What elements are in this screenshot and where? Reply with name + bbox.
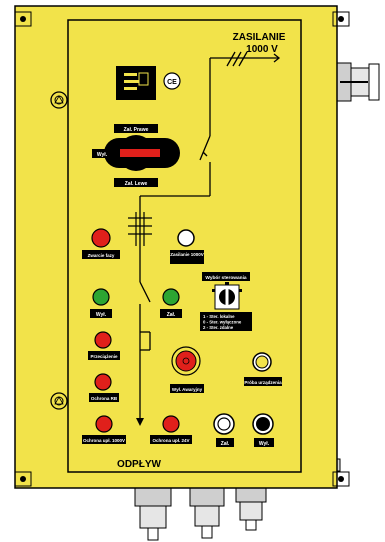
main-switch[interactable]	[104, 135, 180, 171]
off-button-label: Wył.	[259, 441, 270, 447]
supply-1000v-label: Zasilanie 1000V	[170, 252, 204, 257]
selector-legend-2: 2 - Ster. zdalne	[203, 325, 234, 330]
outlet-arrow	[136, 410, 144, 426]
display-module	[116, 66, 156, 100]
supply-label: ZASILANIE	[233, 32, 286, 43]
emergency-stop-button[interactable]	[171, 346, 201, 376]
incoming-cable-symbol	[209, 51, 281, 136]
svg-text:CE: CE	[167, 79, 177, 86]
on-button-label: Zał.	[221, 441, 230, 447]
ce-mark: CE	[163, 72, 181, 90]
protection-1000v-label: Ochrona upł. 1000V	[83, 438, 125, 443]
main-switch-off-label-plate: Wył.	[92, 149, 112, 158]
main-switch-off-label: Wył.	[97, 152, 108, 158]
overload-indicator-label: Przeciążenie	[90, 354, 118, 359]
selector-legend-0: 0 - Ster. wyłączone	[203, 320, 242, 325]
corner-screw-bottom-right	[332, 471, 350, 487]
overload-indicator-lamp: Przeciążenie	[88, 331, 120, 360]
device-test-label: Próba urządzenia	[244, 380, 282, 385]
door-lock-upper	[50, 91, 68, 109]
protection-rb-indicator-lamp: Ochrona RB	[89, 373, 119, 402]
device-test-button[interactable]	[252, 352, 272, 372]
bottom-cable-gland-right	[235, 485, 267, 531]
protection-24v-label: Ochrona upł. 24V	[152, 438, 189, 443]
device-test-label-plate: Próba urządzenia	[244, 377, 282, 386]
main-switch-lower-label: Zał. Lewe	[125, 181, 148, 187]
door-outline	[67, 19, 302, 473]
on-indicator-lamp: Zał.	[160, 288, 182, 318]
bottom-cable-gland-left	[134, 485, 172, 541]
protection-24v-indicator-lamp: Ochrona upł. 24V	[150, 415, 192, 444]
emergency-stop-label-plate: Wył. Awaryjny	[170, 384, 204, 393]
right-cable-gland	[332, 62, 380, 102]
off-button-label-plate: Wył.	[254, 438, 274, 447]
door-lock-lower	[50, 392, 68, 410]
fault-indicator-label: Zwarcie fazy	[88, 253, 115, 258]
selector-title: Wybór sterowania	[205, 275, 247, 281]
outlet-label: ODPŁYW	[117, 459, 161, 470]
on-indicator-label: Zał.	[167, 312, 176, 318]
selector-legend-1: 1 - Ster. lokalne	[203, 314, 235, 319]
disconnect-switch-symbol	[139, 135, 211, 410]
corner-screw-bottom-left	[14, 471, 32, 487]
supply-voltage: 1000 V	[246, 44, 278, 55]
protection-1000v-indicator-lamp: Ochrona upł. 1000V	[82, 415, 126, 444]
main-switch-lower-label-plate: Zał. Lewe	[114, 178, 158, 187]
main-switch-upper-label-plate: Zał. Prawe	[114, 124, 158, 133]
protection-rb-label: Ochrona RB	[91, 396, 118, 401]
fault-indicator-lamp: Zwarcie fazy	[82, 228, 120, 259]
off-indicator-label: Wył.	[96, 312, 107, 318]
off-button[interactable]	[252, 413, 274, 435]
bottom-cable-gland-middle	[189, 485, 225, 539]
control-mode-selector[interactable]: Wybór sterowania 1 - Ster. lokalne 0 - S…	[200, 272, 252, 331]
supply-1000v-indicator-lamp: Zasilanie 1000V	[170, 229, 204, 264]
on-button-label-plate: Zał.	[216, 438, 234, 447]
corner-screw-top-left	[14, 11, 32, 27]
on-button[interactable]	[213, 413, 235, 435]
current-transformer-symbol	[128, 212, 152, 246]
off-indicator-lamp: Wył.	[90, 288, 112, 318]
corner-screw-top-right	[332, 11, 350, 27]
emergency-stop-label: Wył. Awaryjny	[172, 387, 203, 392]
main-switch-upper-label: Zał. Prawe	[124, 127, 149, 133]
